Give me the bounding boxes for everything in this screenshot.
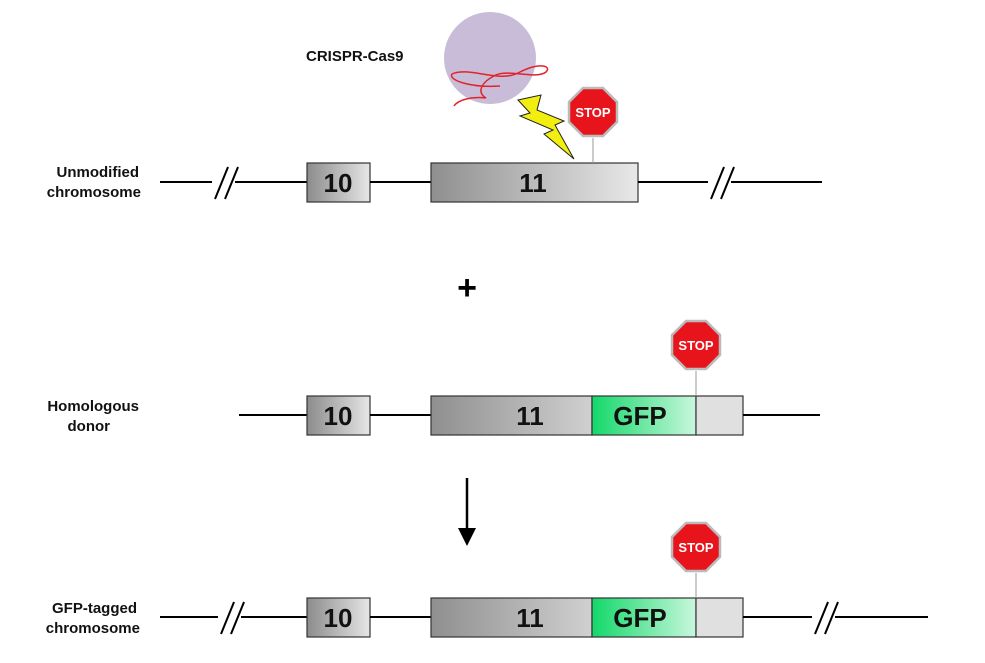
- gfp-tag-label: GFP: [613, 401, 666, 431]
- utr-region: [695, 395, 744, 436]
- row-donor: Homologous donor 10 11 GFP STOP: [47, 319, 820, 436]
- exon-10: [306, 395, 371, 436]
- arrow-down-icon: [458, 478, 476, 546]
- exon-10: [306, 597, 371, 638]
- row-donor-label-line2: donor: [68, 418, 111, 435]
- stop-sign-label: STOP: [575, 105, 610, 120]
- exon-11: [430, 162, 639, 203]
- exon-11-label: 11: [519, 168, 547, 198]
- exon-10-label: 10: [324, 401, 353, 431]
- stop-sign-label: STOP: [678, 338, 713, 353]
- exon-11-label: 11: [516, 401, 544, 431]
- stop-sign-icon: [567, 86, 619, 138]
- stop-codon-unmodified: STOP: [567, 86, 619, 163]
- row-unmodified-label-line2: chromosome: [47, 184, 141, 201]
- break-mark-icon: [710, 166, 725, 200]
- cas9-complex: [444, 12, 549, 107]
- row-unmodified-label-line1: Unmodified: [57, 164, 140, 181]
- cas9-protein: [444, 12, 536, 104]
- break-mark-icon: [814, 601, 829, 635]
- exon-10-label: 10: [324, 168, 353, 198]
- row-unmodified: Unmodified chromosome 10 11 STOP: [47, 86, 822, 203]
- break-mark-icon: [720, 166, 735, 200]
- break-mark-icon: [214, 166, 229, 200]
- exon-11: [430, 395, 593, 436]
- break-mark-icon: [824, 601, 839, 635]
- exon-10: [306, 162, 371, 203]
- stop-sign-icon: [670, 521, 722, 573]
- row-tagged-label-line1: GFP-tagged: [52, 600, 137, 617]
- utr-region: [695, 597, 744, 638]
- plus-sign: +: [457, 269, 477, 307]
- stop-sign-icon: [670, 319, 722, 371]
- gfp-tag-label: GFP: [613, 603, 666, 633]
- break-mark-icon: [220, 601, 235, 635]
- cut-lightning-icon: [517, 94, 575, 160]
- stop-codon-donor: STOP: [670, 319, 722, 396]
- row-tagged-label-line2: chromosome: [46, 620, 140, 637]
- gfp-tag: [591, 597, 697, 638]
- exon-10-label: 10: [324, 603, 353, 633]
- exon-11: [430, 597, 593, 638]
- stop-sign-label: STOP: [678, 540, 713, 555]
- gfp-tag: [591, 395, 697, 436]
- row-donor-label-line1: Homologous: [47, 398, 139, 415]
- break-mark-icon: [230, 601, 245, 635]
- cas9-label: CRISPR-Cas9: [306, 48, 404, 65]
- row-tagged: GFP-tagged chromosome 10 11 GFP STOP: [46, 521, 928, 638]
- stop-codon-tagged: STOP: [670, 521, 722, 598]
- guide-rna: [450, 65, 549, 107]
- exon-11-label: 11: [516, 603, 544, 633]
- break-mark-icon: [224, 166, 239, 200]
